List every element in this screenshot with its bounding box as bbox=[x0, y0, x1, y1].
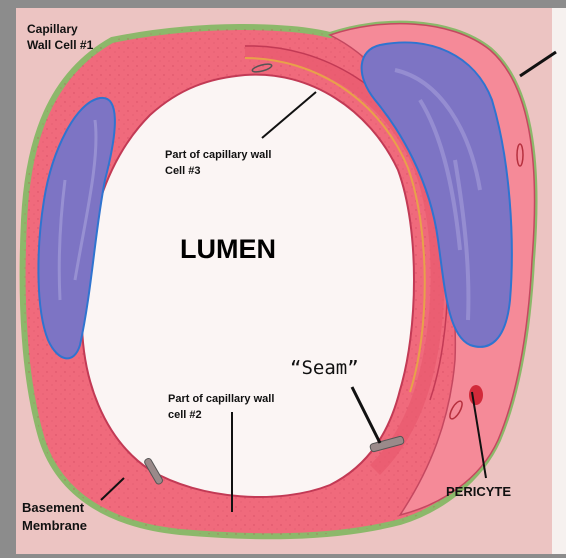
label-seam: “Seam” bbox=[290, 357, 359, 379]
label-basement-line2: Membrane bbox=[22, 518, 87, 533]
label-wall-cell-2-line2: cell #2 bbox=[168, 409, 202, 421]
label-basement-line1: Basement bbox=[22, 500, 85, 515]
label-wall-cell-1-line2: Wall Cell #1 bbox=[27, 38, 94, 52]
label-wall-cell-2-line1: Part of capillary wall bbox=[168, 393, 274, 405]
label-wall-cell-3-line2: Cell #3 bbox=[165, 165, 200, 177]
pericyte-organelle bbox=[469, 385, 483, 405]
label-lumen: LUMEN bbox=[180, 234, 276, 264]
label-wall-cell-1-line1: Capillary bbox=[27, 22, 78, 36]
label-pericyte: PERICYTE bbox=[446, 484, 511, 499]
lumen bbox=[82, 75, 414, 497]
leader-top-right bbox=[520, 52, 556, 76]
label-wall-cell-3-line1: Part of capillary wall bbox=[165, 149, 271, 161]
